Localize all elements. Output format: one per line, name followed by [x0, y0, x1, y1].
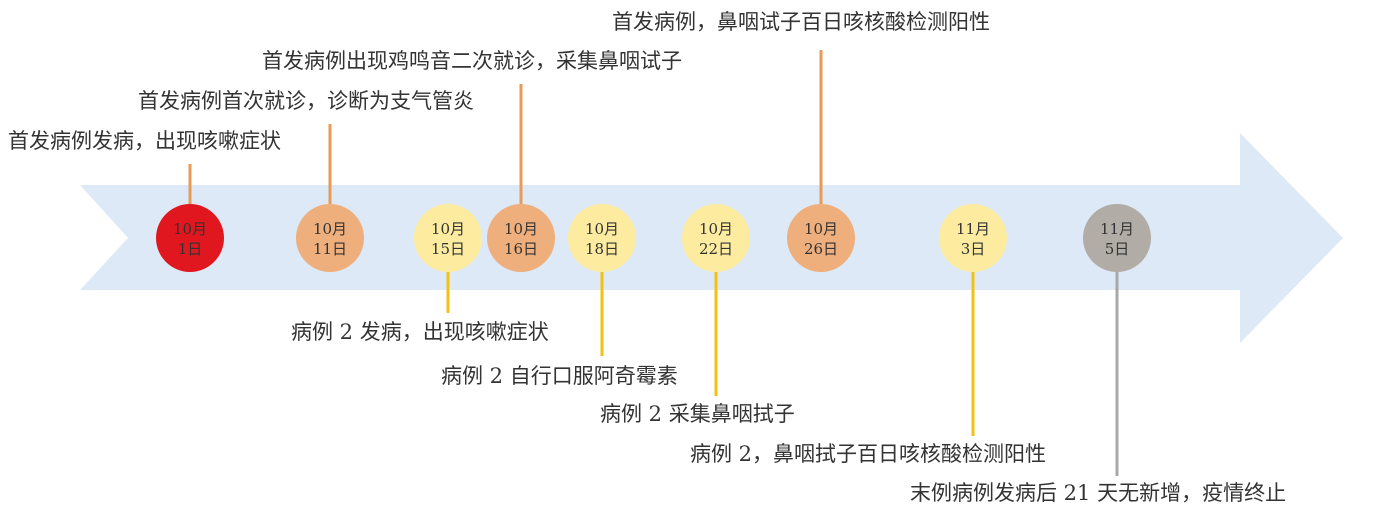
- date-node-day: 18日: [585, 240, 619, 258]
- date-node-circle: [414, 204, 482, 272]
- date-node-day: 26日: [804, 240, 838, 258]
- event-label-case2-positive: 病例 2，鼻咽拭子百日咳核酸检测阳性: [690, 442, 1047, 466]
- date-node-day: 11日: [313, 240, 347, 258]
- date-node-month: 10月: [504, 220, 538, 238]
- date-node-circle: [568, 204, 636, 272]
- date-node-day: 16日: [504, 240, 538, 258]
- event-label-first-visit: 首发病例首次就诊，诊断为支气管炎: [138, 89, 474, 113]
- event-label-case2-onset: 病例 2 发病，出现咳嗽症状: [291, 320, 549, 344]
- date-node-day: 15日: [431, 240, 465, 258]
- date-node-month: 10月: [173, 220, 207, 238]
- date-node-day: 5日: [1105, 240, 1130, 258]
- event-label-case2-swab: 病例 2 采集鼻咽拭子: [600, 402, 795, 426]
- event-label-first-onset: 首发病例发病，出现咳嗽症状: [8, 129, 281, 153]
- date-node-circle: [939, 204, 1007, 272]
- date-node-circle: [787, 204, 855, 272]
- event-label-second-visit: 首发病例出现鸡鸣音二次就诊，采集鼻咽试子: [262, 49, 682, 73]
- date-node-circle: [487, 204, 555, 272]
- date-node-circle: [296, 204, 364, 272]
- date-node-day: 3日: [961, 240, 986, 258]
- date-node-month: 10月: [699, 220, 733, 238]
- event-label-case2-azithromycin: 病例 2 自行口服阿奇霉素: [441, 364, 678, 388]
- event-label-first-positive: 首发病例，鼻咽试子百日咳核酸检测阳性: [612, 10, 990, 34]
- event-label-outbreak-end: 末例病例发病后 21 天无新增，疫情终止: [910, 481, 1287, 505]
- date-node-month: 10月: [585, 220, 619, 238]
- date-node-month: 10月: [313, 220, 347, 238]
- date-node-day: 22日: [699, 240, 733, 258]
- date-node-month: 11月: [956, 220, 990, 238]
- date-node-month: 10月: [804, 220, 838, 238]
- date-node-circle: [1083, 204, 1151, 272]
- date-node-circle: [156, 204, 224, 272]
- date-node-circle: [682, 204, 750, 272]
- date-node-day: 1日: [178, 240, 203, 258]
- date-node-month: 11月: [1100, 220, 1134, 238]
- date-node-month: 10月: [431, 220, 465, 238]
